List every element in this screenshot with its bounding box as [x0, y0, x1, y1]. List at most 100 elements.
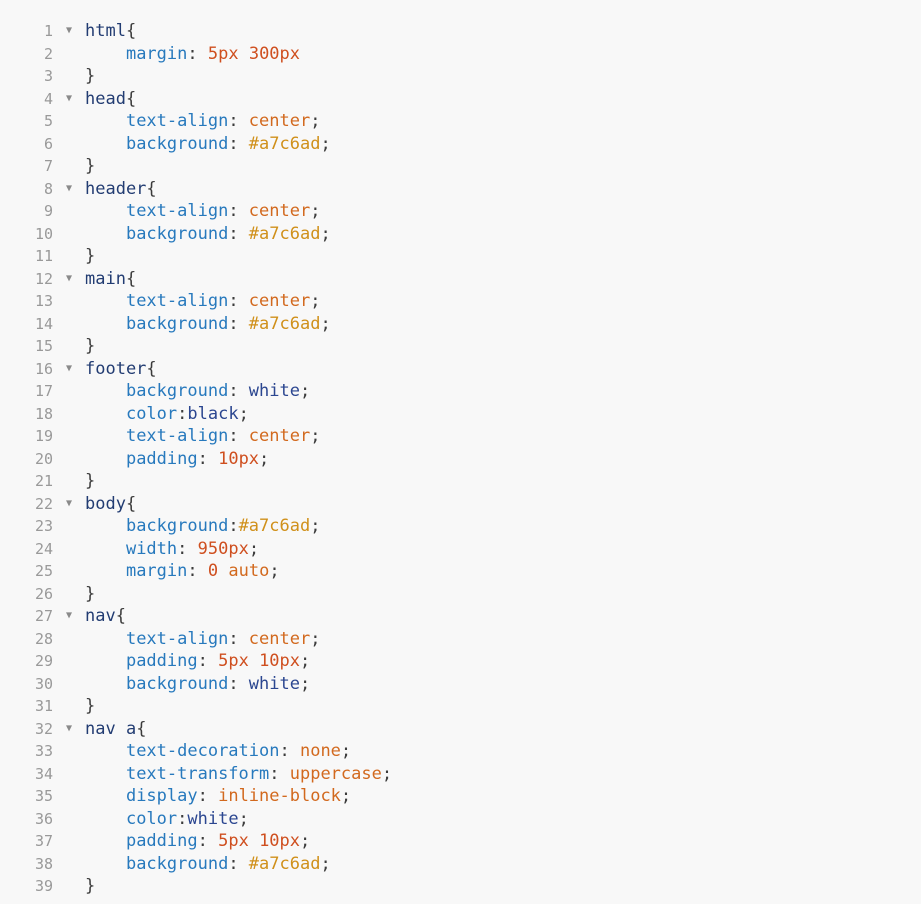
token-punct: {: [115, 606, 126, 626]
code-line[interactable]: 4▼head{: [0, 88, 921, 111]
code-line[interactable]: 37 padding: 5px 10px;: [0, 830, 921, 853]
code-line[interactable]: 13 text-align: center;: [0, 290, 921, 313]
code-line[interactable]: 10 background: #a7c6ad;: [0, 223, 921, 246]
code-line[interactable]: 3}: [0, 65, 921, 88]
fold-arrow-icon[interactable]: ▼: [65, 272, 73, 284]
token-prop: width: [125, 538, 178, 559]
code-text: nav{: [85, 605, 921, 628]
code-text: background: #a7c6ad;: [85, 853, 921, 876]
token-sel: head: [85, 88, 126, 109]
code-text: }: [85, 583, 921, 606]
token-num: 10px: [259, 831, 301, 851]
token-ws: [85, 314, 126, 334]
token-punct: :: [187, 43, 208, 64]
fold-arrow-icon[interactable]: ▼: [65, 362, 73, 374]
token-sel: header: [85, 178, 147, 199]
token-sel: main: [85, 268, 126, 289]
token-punct: ;: [248, 538, 260, 559]
code-line[interactable]: 29 padding: 5px 10px;: [0, 650, 921, 673]
token-prop: color: [125, 808, 178, 829]
fold-arrow-icon[interactable]: ▼: [65, 722, 73, 734]
code-line[interactable]: 1▼html{: [0, 20, 921, 43]
token-ws: [85, 809, 126, 829]
code-line[interactable]: 28 text-align: center;: [0, 628, 921, 651]
code-line[interactable]: 24 width: 950px;: [0, 538, 921, 561]
fold-arrow-icon[interactable]: ▼: [65, 182, 73, 194]
code-line[interactable]: 14 background: #a7c6ad;: [0, 313, 921, 336]
token-punct: ;: [320, 853, 331, 874]
token-ws: [85, 224, 126, 244]
code-line[interactable]: 2 margin: 5px 300px: [0, 43, 921, 66]
code-line[interactable]: 38 background: #a7c6ad;: [0, 853, 921, 876]
code-line[interactable]: 18 color:black;: [0, 403, 921, 426]
code-line[interactable]: 20 padding: 10px;: [0, 448, 921, 471]
fold-arrow-icon[interactable]: ▼: [65, 610, 73, 621]
code-text: text-align: center;: [85, 200, 921, 223]
code-line[interactable]: 16 ▼ footer{: [0, 358, 921, 381]
code-text: margin: 5px 300px: [85, 43, 921, 66]
token-punct: :: [187, 561, 208, 581]
token-punct: }: [85, 471, 96, 491]
code-line[interactable]: 32▼nav a{: [0, 718, 921, 741]
token-punct: ;: [320, 223, 331, 244]
code-line[interactable]: 36 color:white;: [0, 808, 921, 831]
token-sel: footer: [85, 358, 147, 379]
code-line[interactable]: 23 background:#a7c6ad;: [0, 515, 921, 538]
code-text: body{: [85, 493, 921, 516]
token-atom: center: [248, 201, 311, 221]
fold-arrow-icon[interactable]: ▼: [65, 92, 73, 104]
line-number: 11: [34, 247, 53, 265]
token-sel: nav: [85, 606, 116, 626]
code-line[interactable]: 8▼header{: [0, 178, 921, 201]
token-punct: ;: [299, 673, 311, 694]
token-punct: }: [85, 156, 96, 176]
fold-gutter-spacer: [53, 290, 85, 313]
fold-arrow-icon[interactable]: ▼: [65, 25, 73, 36]
fold-gutter-spacer: [53, 740, 85, 763]
token-prop: padding: [125, 448, 198, 469]
code-line[interactable]: 6 background: #a7c6ad;: [0, 133, 921, 156]
code-text: color:white;: [85, 808, 921, 831]
code-line[interactable]: 17 background: white;: [0, 380, 921, 403]
code-line[interactable]: 39}: [0, 875, 921, 898]
code-line[interactable]: 25 margin: 0 auto;: [0, 560, 921, 583]
token-punct: ;: [310, 111, 321, 131]
code-line[interactable]: 22▼body{: [0, 493, 921, 516]
token-num: 10px: [259, 651, 301, 671]
code-line[interactable]: 21}: [0, 470, 921, 493]
token-sel: body: [85, 493, 126, 514]
token-punct: {: [146, 358, 157, 379]
code-line[interactable]: 12▼main{: [0, 268, 921, 291]
fold-gutter-spacer: [53, 155, 85, 178]
token-atom: center: [248, 291, 311, 311]
code-line[interactable]: 34 text-transform: uppercase;: [0, 763, 921, 786]
code-line[interactable]: 11}: [0, 245, 921, 268]
code-line[interactable]: 7}: [0, 155, 921, 178]
token-ws: [85, 674, 126, 694]
line-number: 16: [34, 359, 53, 378]
fold-gutter-spacer: [53, 470, 85, 493]
token-punct: ;: [340, 741, 352, 761]
code-line[interactable]: 27▼nav{: [0, 605, 921, 628]
fold-gutter-spacer: [53, 335, 85, 358]
fold-arrow-icon[interactable]: ▼: [65, 497, 73, 509]
token-hex: #a7c6ad: [238, 516, 311, 536]
line-number: 26: [34, 584, 53, 603]
code-line[interactable]: 15}: [0, 335, 921, 358]
fold-gutter-spacer: [53, 403, 85, 426]
fold-gutter-spacer: [53, 43, 85, 66]
code-line[interactable]: 30 background: white;: [0, 673, 921, 696]
code-line[interactable]: 33 text-decoration: none;: [0, 740, 921, 763]
code-line[interactable]: 35 display: inline-block;: [0, 785, 921, 808]
token-ws: [85, 291, 126, 311]
code-line[interactable]: 5 text-align: center;: [0, 110, 921, 133]
code-line[interactable]: 26}: [0, 583, 921, 606]
code-line[interactable]: 31}: [0, 695, 921, 718]
line-number: 2: [43, 44, 53, 63]
token-punct: ;: [269, 561, 280, 581]
code-line[interactable]: 19 text-align: center;: [0, 425, 921, 448]
token-ws: [85, 44, 126, 64]
line-number: 30: [34, 674, 53, 693]
code-line[interactable]: 9 text-align: center;: [0, 200, 921, 223]
